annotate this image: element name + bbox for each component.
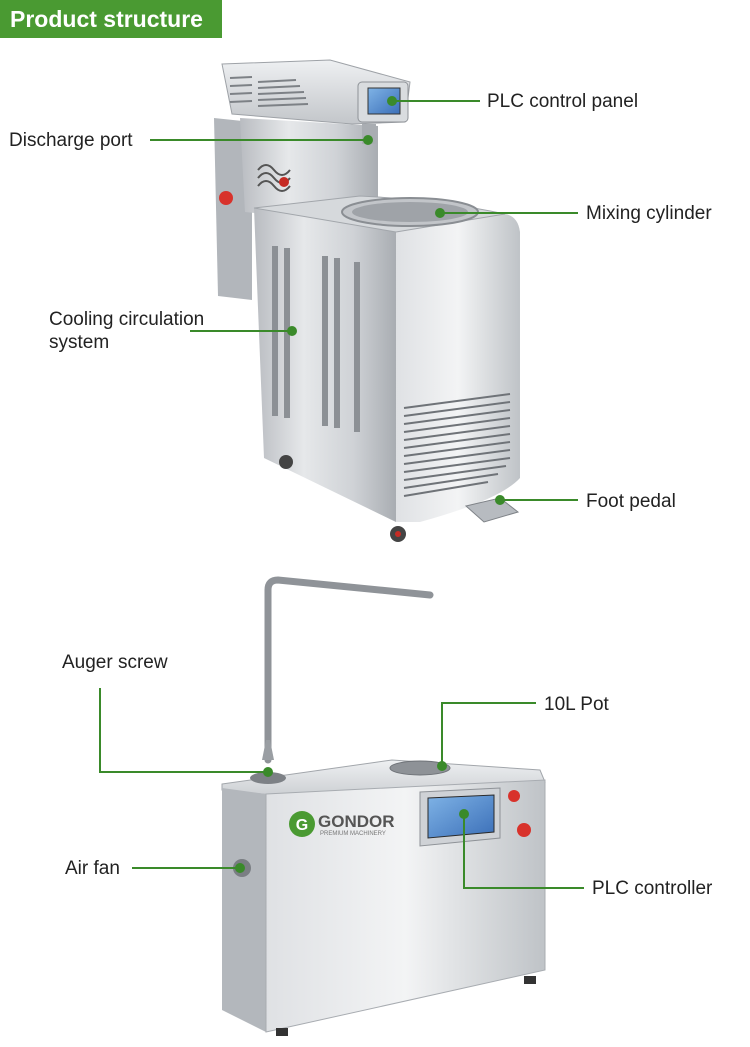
body-front-2 <box>265 779 546 1033</box>
svg-text:G: G <box>296 817 308 834</box>
label-10l-pot: 10L Pot <box>544 694 609 715</box>
label-plc-control-panel: PLC control panel <box>487 91 639 112</box>
label-cooling-line1: Cooling circulation <box>49 309 205 330</box>
caster-wheel <box>279 455 293 469</box>
auger-cone <box>262 740 274 760</box>
label-air-fan: Air fan <box>65 858 120 879</box>
label-plc-controller: PLC controller <box>592 878 713 899</box>
pot-opening <box>389 760 451 776</box>
tempering-machine-large <box>214 59 520 542</box>
tempering-machine-small <box>221 576 546 1036</box>
logo-tagline: PREMIUM MACHINERY <box>320 831 386 837</box>
auger-base <box>250 772 286 784</box>
gondor-logo-icon <box>289 811 315 837</box>
red-knob <box>279 177 289 187</box>
body-side-2 <box>222 788 266 1032</box>
emergency-stop <box>219 191 233 205</box>
label-cooling-line2: system <box>49 332 110 353</box>
section-title: Product structure <box>10 5 203 32</box>
auger-pipe <box>264 576 434 764</box>
label-foot-pedal: Foot pedal <box>586 491 676 512</box>
red-button <box>508 790 520 802</box>
hood-vents <box>229 76 309 107</box>
red-button <box>517 823 531 837</box>
logo-brand: GONDOR <box>318 812 395 831</box>
label-discharge-port: Discharge port <box>9 130 133 151</box>
section-header: Product structure <box>0 0 222 38</box>
foot-pedal <box>464 497 520 523</box>
callout-lines-2 <box>99 688 584 889</box>
callout-lines-1 <box>150 96 578 505</box>
front-grille <box>403 393 511 497</box>
gondor-logo: G <box>289 811 315 837</box>
label-auger-screw: Auger screw <box>62 652 168 673</box>
body-front-face <box>396 214 520 522</box>
label-mixing-cylinder: Mixing cylinder <box>586 203 712 224</box>
